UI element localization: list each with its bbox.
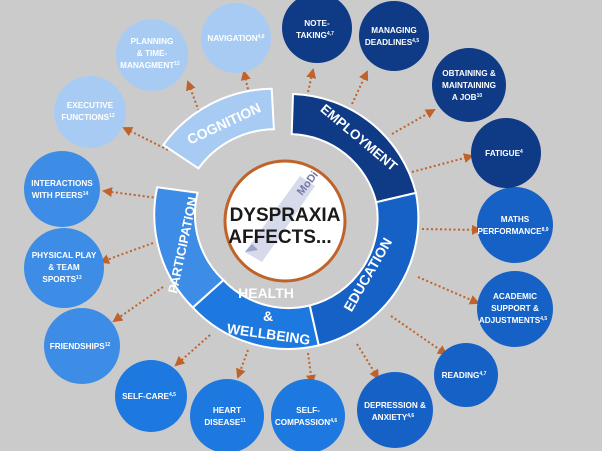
arrow-deadlines (351, 70, 369, 105)
depression-line2: ANXIETY4,6 (372, 413, 415, 422)
deadlines-line1: MANAGING (371, 26, 416, 35)
arrow-note-taking (306, 68, 317, 93)
executive-line1: EXECUTIVE (67, 101, 114, 110)
arrow-executive (122, 127, 169, 151)
academic-line2: SUPPORT & (491, 304, 539, 313)
center-hub: MoDi DYSPRAXIA AFFECTS... (223, 159, 347, 283)
note-taking-line2: TAKING4,7 (296, 31, 334, 40)
bubble-friendships (44, 308, 120, 384)
navigation-label: NAVIGATION4,6 (207, 34, 264, 43)
bubble-labels: NAVIGATION4,6 PLANNING & TIME- MANAGMENT… (31, 19, 548, 427)
planning-line3: MANAGMENT12 (120, 61, 180, 70)
job-line2: MAINTAINING (442, 81, 496, 90)
connector-arrows (99, 68, 482, 385)
bubble-note-taking (282, 0, 352, 63)
self-compassion-line2: COMPASSION4,6 (275, 418, 338, 427)
arrow-planning (186, 80, 206, 129)
peers-line1: INTERACTIONS (31, 179, 93, 188)
executive-line2: FUNCTIONS12 (61, 113, 115, 122)
academic-line3: ADJUSTMENTS4,5 (479, 316, 548, 325)
bubble-self-compassion (271, 379, 345, 451)
center-title-line1: DYSPRAXIA (230, 205, 341, 226)
planning-line2: & TIME- (137, 49, 168, 58)
deadlines-line2: DEADLINES4,5 (365, 38, 419, 47)
peers-line2: WITH PEERS14 (32, 191, 89, 200)
depression-line1: DEPRESSION & (364, 401, 426, 410)
physical-play-line3: SPORTS13 (42, 275, 81, 284)
bubble-heart (190, 379, 264, 451)
arrow-reading (390, 315, 448, 356)
bubble-academic (477, 271, 553, 347)
self-compassion-line1: SELF- (296, 406, 320, 415)
pencil-logo-icon (245, 176, 315, 262)
physical-play-line1: PHYSICAL PLAY (32, 251, 97, 260)
bubble-navigation (201, 3, 271, 73)
arrow-academic (417, 276, 480, 305)
arrow-self-care (174, 334, 211, 367)
bubble-executive (54, 76, 126, 148)
arrow-depression (356, 343, 380, 380)
arrow-physical-play (99, 242, 154, 264)
bubble-reading (434, 343, 498, 407)
note-taking-line1: NOTE- (304, 19, 330, 28)
bubbles (24, 0, 553, 451)
arrow-peers (102, 187, 159, 199)
pencil-tip (245, 244, 258, 252)
label-health-1: HEALTH (238, 285, 294, 301)
center-title-line2: AFFECTS... (228, 227, 331, 248)
bubble-peers (24, 151, 100, 227)
job-line1: OBTAINING & (442, 69, 496, 78)
arrow-heart (236, 349, 249, 379)
bubble-self-care (115, 360, 187, 432)
arrow-fatigue (411, 153, 474, 173)
fatigue-label: FATIGUE4 (485, 149, 523, 158)
maths-line1: MATHS (501, 215, 530, 224)
heart-line2: DISEASE11 (204, 418, 245, 427)
bubble-deadlines (359, 1, 429, 71)
bubble-job (432, 48, 506, 122)
bubble-depression (357, 372, 433, 448)
reading-label: READING4,7 (442, 371, 487, 380)
bubble-planning (116, 19, 188, 91)
bubble-fatigue (471, 118, 541, 188)
maths-line2: PERFORMANCE8,9 (477, 227, 548, 236)
self-care-label: SELF-CARE4,5 (122, 392, 176, 401)
arrow-self-compassion (305, 352, 316, 385)
segment-cognition (161, 87, 275, 170)
heart-line1: HEART (213, 406, 241, 415)
job-line3: A JOB10 (452, 93, 482, 102)
physical-play-line2: & TEAM (48, 263, 80, 272)
academic-line1: ACADEMIC (493, 292, 537, 301)
bubble-maths (477, 187, 553, 263)
ring (153, 87, 420, 350)
friendships-label: FRIENDSHIPS12 (50, 342, 111, 351)
planning-line1: PLANNING (131, 37, 174, 46)
arrow-job (391, 109, 436, 135)
arrow-maths (421, 224, 482, 235)
arrow-friendships (112, 286, 164, 323)
label-health-2: & (263, 308, 273, 324)
segment-participation (153, 186, 225, 309)
bubble-physical-play (24, 228, 104, 308)
